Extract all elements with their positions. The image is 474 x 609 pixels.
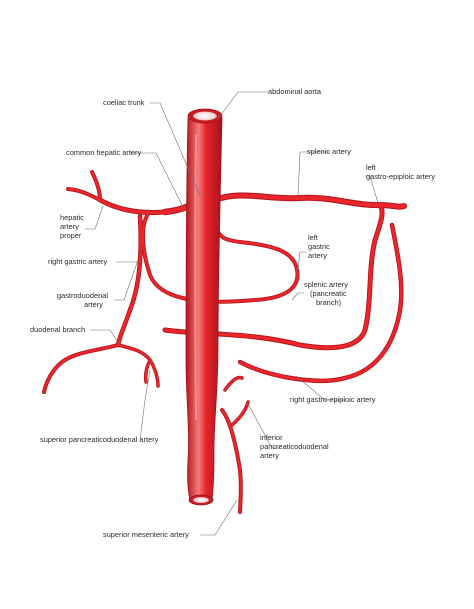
abdominal-aorta-vessel: [185, 108, 223, 506]
label-right-gastro-epiploic-artery: right gastro-epiploic artery: [290, 395, 376, 404]
vessel-fills: [42, 170, 406, 514]
label-left-gastric-line1: left: [308, 233, 318, 242]
label-gastroduodenal-line1: gastroduodenal: [57, 291, 108, 300]
label-left-gastro-epiploic-line1: left: [366, 163, 376, 172]
label-duodenal-branch: duodenal branch: [30, 325, 85, 334]
label-hepatic-artery-proper-line1: hepatic: [60, 213, 84, 222]
leader-lines: [85, 91, 379, 536]
label-splenic-pancreatic-line2: (pancreatic: [310, 289, 347, 298]
label-gastroduodenal-line2: artery: [84, 300, 103, 309]
label-left-gastric-line3: artery: [308, 251, 327, 260]
label-superior-mesenteric-artery: superior mesenteric artery: [103, 530, 189, 539]
label-splenic-pancreatic-line1: splenic artery: [304, 280, 348, 289]
label-hepatic-artery-proper-line3: proper: [60, 231, 82, 240]
label-inferior-pd-line3: artery: [260, 451, 279, 460]
label-inferior-pd-line1: inferior: [260, 433, 283, 442]
labels: abdominal aorta coeliac trunk common hep…: [30, 87, 435, 539]
label-abdominal-aorta: abdominal aorta: [268, 87, 322, 96]
label-left-gastric-line2: gastric: [308, 242, 330, 251]
label-common-hepatic-artery: common hepatic artery: [66, 148, 141, 157]
label-inferior-pd-line2: pancreaticoduodenal: [260, 442, 329, 451]
label-coeliac-trunk: coeliac trunk: [103, 98, 145, 107]
label-splenic-artery: splenic artery: [307, 147, 351, 156]
label-splenic-pancreatic-line3: branch): [316, 298, 341, 307]
label-hepatic-artery-proper-line2: artery: [60, 222, 79, 231]
label-superior-pancreaticoduodenal-artery: superior pancreaticoduodenal artery: [40, 435, 159, 444]
label-right-gastric-artery: right gastric artery: [48, 257, 107, 266]
label-left-gastro-epiploic-line2: gastro-epiploic artery: [366, 172, 435, 181]
vessel-outlines: [42, 170, 407, 514]
